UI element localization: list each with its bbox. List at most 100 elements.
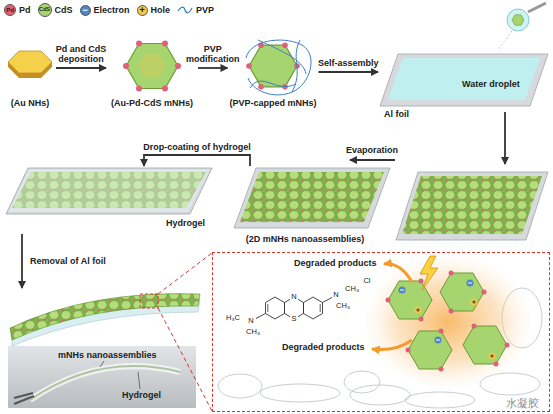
catalyst-hexagons [463,326,507,364]
pvp-capped-hexagon [258,40,306,74]
methylene-blue-structure [267,304,268,312]
stage-label: (PVP-capped mNHs) [229,98,316,108]
pvp-capped-hexagon [258,84,264,90]
charge-carriers [415,307,422,314]
legend-text: Electron [94,5,130,15]
photo-inset [30,366,180,400]
catalyst-hexagons [449,271,454,276]
methylene-blue-structure [320,304,321,312]
hydrogel-mesh [405,392,475,408]
evaporation-arrow [350,159,395,161]
photo-inset [30,366,180,400]
step-label: Drop-coating of hydrogel [127,142,267,152]
pvp-capped-hexagon [292,40,300,92]
stage-label: (Au NHs) [11,98,50,108]
atom-label: N [332,291,339,299]
legend-entry: −Electron [80,5,130,16]
au-pd-cds-hexagon [162,41,168,47]
degradation-arrows [384,264,412,282]
step-label: Removal of Al foil [30,256,106,266]
hydrogel-leaders [100,361,140,389]
methylene-blue-structure [256,314,266,319]
legend-entry: Pd Pd [4,4,31,16]
legend: PdPdCdSCdS−Electron+HolePVP [4,3,214,17]
legend-icon-text: Pd [6,7,14,13]
charge-carriers [436,340,440,341]
photocatalytic-glow [363,254,533,390]
legend-icon-sign: + [139,6,144,15]
step-label: Pd and CdS deposition [52,44,110,64]
stage-nanoassembly: (2D mNHs nanoassemblies) [232,166,392,250]
hydrogel-coated-panel [8,169,210,212]
pvp-capped-hexagon [246,40,311,95]
stage-au-nhs: (Au NHs) [4,40,56,112]
atom-label: S [290,315,297,323]
pvp-capped-hexagon [246,40,311,95]
al-foil-droplet-panel [388,58,540,100]
stage-label: Degraded products [280,342,367,352]
legend-icon-text: CdS [39,7,50,13]
atom-label: Cl [362,277,371,285]
step-label: PVP modification [182,44,244,64]
catalyst-hexagons [449,309,454,314]
legend-swatch: − [80,5,91,16]
charge-carriers [399,287,406,294]
charge-carriers [467,280,474,287]
au-pd-cds-hexagon [123,41,181,92]
methylene-blue-structure [304,297,323,319]
catalyst-hexagons [494,362,499,367]
bent-film [140,294,158,308]
hydrogel-leaders [100,361,104,367]
process-arrow [319,71,378,73]
au-nanohexagon [8,51,52,78]
nanoassembly-panel [234,168,390,228]
au-nanohexagon [8,51,52,73]
au-pd-cds-hexagon [123,63,129,69]
watermark: 水凝胶 [506,397,539,409]
droplet-pipette [528,3,546,12]
droplet-pipette [498,3,546,50]
zoom-leader-lines [158,253,212,294]
legend-text: Pd [19,5,31,15]
atom-label: N [290,293,297,301]
light-bolt [420,256,438,290]
light-bolt [420,256,438,290]
hydrogel-coated-panel [6,168,212,214]
process-arrow [198,67,227,69]
methylene-blue-structure [266,297,285,319]
al-foil-droplet-panel [380,54,548,106]
au-pd-cds-hexagon [162,86,168,92]
al-foil-droplet-panel [380,54,548,106]
stage-flexible-film: mNHs nanoassembliesHydrogel [4,288,206,412]
nanoassembly-panel [234,168,390,228]
photo-inset [8,346,196,408]
catalyst-hexagons [439,367,444,372]
atom-label: CH₃ [245,328,261,336]
droplet-pipette [507,9,529,31]
hydrogel-coated-panel [6,168,212,214]
catalyst-hexagons [408,331,452,369]
catalyst-hexagons [439,329,444,334]
stage-pvp-capped: (PVP-capped mNHs) [227,40,318,112]
assembly-arrow-down [505,112,506,164]
pvp-capped-hexagon [250,81,296,88]
stage-label: Al foil [384,109,409,119]
legend-line-sample [178,7,192,13]
catalyst-hexagons [505,343,510,348]
stage-label: (2D mNHs nanoassemblies) [246,234,365,244]
atom-label: N [247,317,254,325]
legend-text: PVP [196,5,214,15]
catalyst-hexagons [472,324,477,329]
charge-carriers [468,283,472,284]
stage-label: Hydrogel [122,390,161,400]
zoom-leader-lines [158,253,212,411]
au-pd-cds-hexagon [175,63,181,69]
charge-carriers [474,300,475,304]
evaporation-arrow [350,160,395,161]
photo-inset [8,346,196,408]
zoom-panel: Degraded productsDegraded products [212,252,550,412]
process-arrow [21,234,23,288]
stage-droplet-foil: Water dropletAl foil [378,40,550,121]
legend-swatch: Pd [4,4,16,16]
catalyst-hexagons [482,290,487,295]
